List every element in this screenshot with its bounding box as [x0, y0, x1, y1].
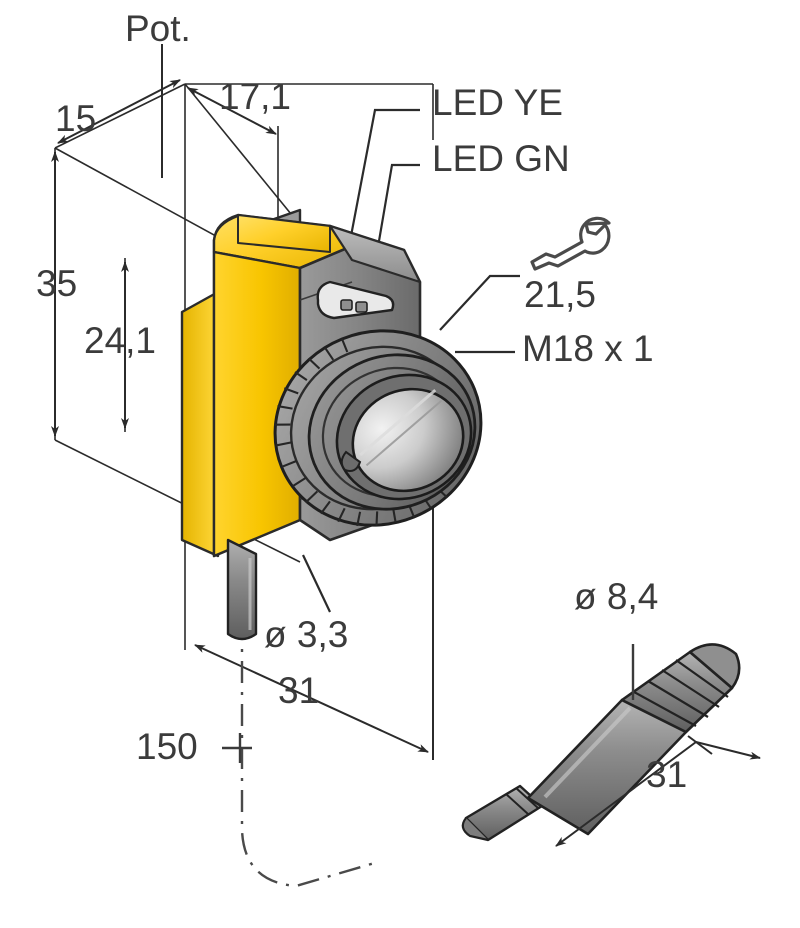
- cable-centerline: [240, 618, 379, 888]
- label-height-24-1: 24,1: [84, 320, 157, 361]
- label-wrench-size: 21,5: [524, 274, 597, 315]
- label-height-35: 35: [36, 263, 78, 304]
- leader-hole-dia: [302, 554, 331, 613]
- label-led-yellow: LED YE: [432, 82, 563, 123]
- leader-wrench-size: [439, 274, 520, 331]
- label-connector-len-31: 31: [646, 754, 688, 795]
- sensor-cable-stub: [226, 538, 258, 641]
- threaded-barrel-m18: [273, 329, 483, 527]
- dimension-17-1: [187, 87, 277, 135]
- dimension-15: [57, 79, 181, 144]
- label-hole-dia: ø 3,3: [264, 614, 349, 655]
- dimension-150-tick: [222, 733, 252, 763]
- label-body-depth-31: 31: [278, 670, 320, 711]
- wrench-icon: [530, 216, 611, 271]
- label-thread: M18 x 1: [522, 328, 654, 369]
- dimension-31-body: [194, 488, 434, 760]
- label-led-green: LED GN: [432, 138, 570, 179]
- label-width-17-1: 17,1: [219, 76, 292, 117]
- leader-led-ye: [341, 108, 420, 279]
- sensor-mounting-flange: [180, 290, 220, 558]
- label-pot: Pot.: [125, 8, 191, 49]
- label-connector-dia: ø 8,4: [574, 576, 659, 617]
- label-cable-length-150: 150: [136, 726, 198, 767]
- label-depth-15: 15: [55, 98, 97, 139]
- sensor-housing-yellow: [212, 213, 354, 558]
- connector-plug: [461, 643, 741, 842]
- dimension-31-connector: [555, 735, 761, 847]
- led-indicator-window: [316, 280, 395, 320]
